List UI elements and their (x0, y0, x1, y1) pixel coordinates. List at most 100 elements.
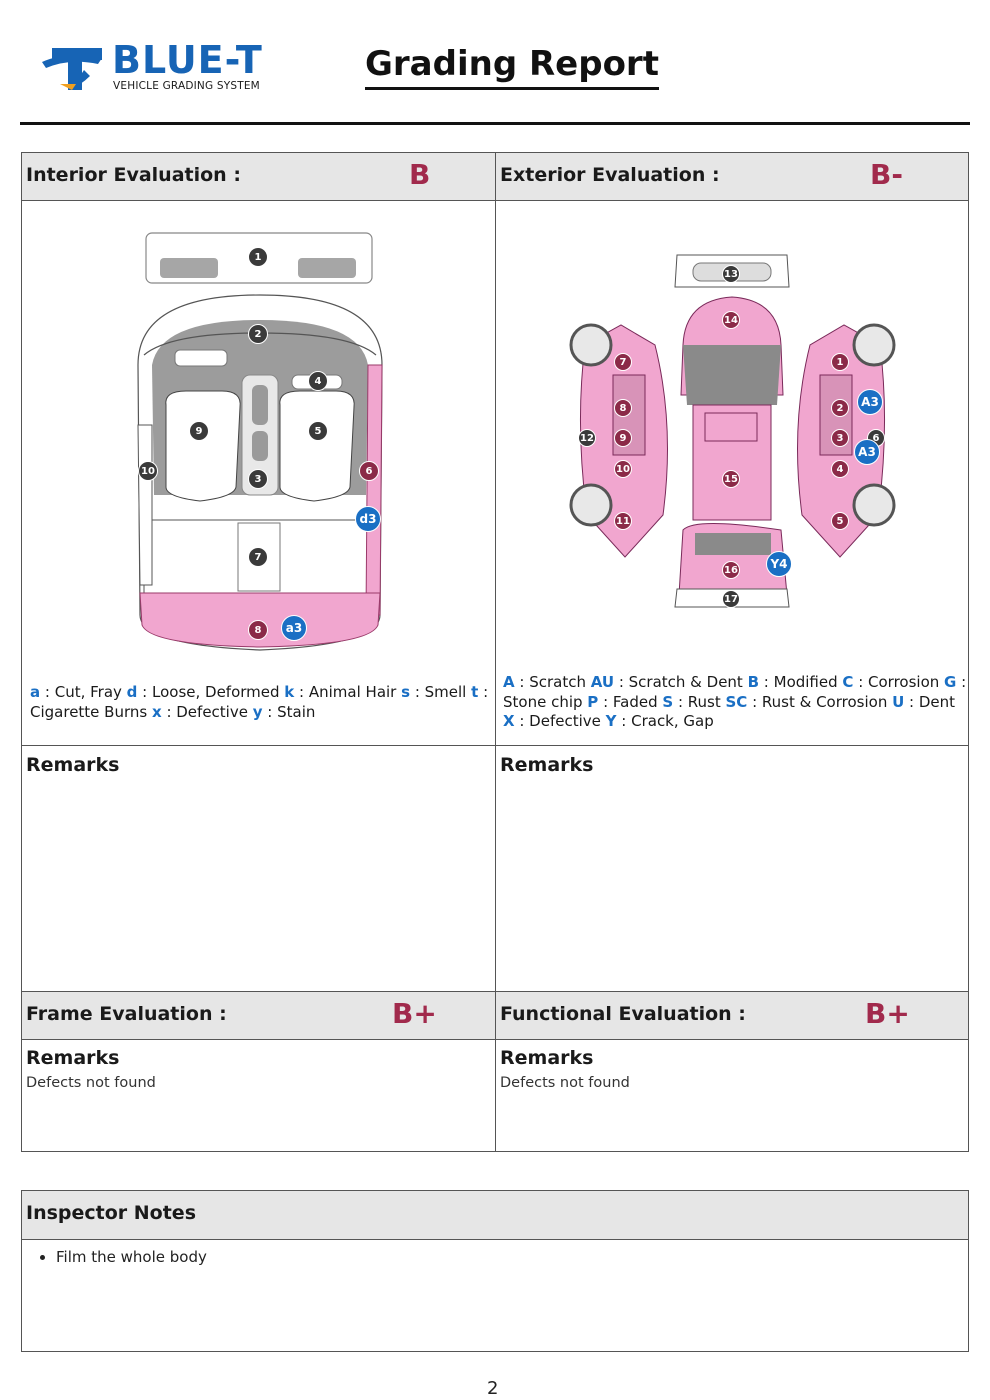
exterior-marker-9: 9 (614, 429, 632, 447)
legend-key: S (662, 692, 674, 711)
interior-marker-8: 8 (248, 620, 268, 640)
interior-marker-4: 4 (308, 371, 328, 391)
exterior-marker-12: 12 (578, 429, 596, 447)
exterior-marker-2: 2 (831, 399, 849, 417)
functional-remarks-panel (495, 1039, 969, 1152)
interior-car-diagram (137, 232, 383, 651)
exterior-marker-1: 1 (831, 353, 849, 371)
inspector-notes-panel (21, 1239, 969, 1352)
legend-key: A (503, 673, 515, 691)
legend-text: : Smell (410, 683, 472, 701)
frame-grade: B+ (392, 997, 437, 1030)
logo-subtitle: VEHICLE GRADING SYSTEM (113, 80, 260, 92)
inspector-header (21, 1190, 969, 1240)
interior-marker-6: 6 (359, 461, 379, 481)
legend-text: : Stone chip (503, 673, 967, 711)
legend-text: : Scratch (514, 673, 591, 691)
exterior-legend: A : Scratch AU : Scratch & Dent B : Modi… (503, 673, 968, 732)
exterior-marker-16: 16 (722, 561, 740, 579)
header-divider (20, 122, 970, 125)
legend-key: y (252, 702, 263, 721)
legend-key: U (892, 692, 905, 711)
interior-marker-9: 9 (189, 421, 209, 441)
exterior-grade: B- (870, 158, 903, 191)
interior-marker-2: 2 (248, 324, 268, 344)
inspector-note-item: Film the whole body (56, 1248, 956, 1266)
interior-defect-tag-d3: d3 (355, 506, 381, 532)
functional-grade: B+ (865, 997, 910, 1030)
legend-text: : Stain (262, 702, 316, 721)
legend-key: a (30, 683, 41, 701)
logo-wordmark: BLUE-T (112, 38, 263, 82)
exterior-remarks-panel (495, 745, 969, 992)
interior-remarks-label: Remarks (26, 754, 120, 776)
legend-text: : Modified (759, 673, 843, 691)
legend-key: G (944, 673, 957, 691)
interior-marker-5: 5 (308, 421, 328, 441)
legend-key: B (747, 673, 760, 691)
exterior-marker-13: 13 (722, 265, 740, 283)
legend-text: : Cigarette Burns (30, 683, 489, 721)
legend-key: s (401, 683, 411, 701)
interior-grade: B (409, 158, 431, 191)
legend-key: Y (605, 712, 617, 730)
legend-text: : Rust & Corrosion (747, 692, 893, 711)
interior-header (21, 152, 496, 201)
legend-text: : Scratch & Dent (614, 673, 748, 691)
functional-label: Functional Evaluation : (500, 1003, 746, 1025)
page-title: Grading Report (365, 42, 659, 90)
exterior-marker-3: 3 (831, 429, 849, 447)
exterior-defect-tag-y4-2: Y4 (766, 551, 792, 577)
legend-key: d (126, 683, 138, 701)
exterior-defect-tag-a3-0: A3 (857, 389, 883, 415)
legend-key: k (284, 683, 295, 701)
exterior-marker-11: 11 (614, 512, 632, 530)
legend-text: : Cut, Fray (40, 683, 127, 701)
exterior-car-diagram (569, 254, 896, 608)
exterior-marker-10: 10 (614, 460, 632, 478)
frame-remarks-label: Remarks (26, 1047, 120, 1069)
exterior-marker-15: 15 (722, 470, 740, 488)
legend-text: : Crack, Gap (616, 712, 714, 730)
legend-key: X (503, 712, 515, 730)
inspector-notes: Film the whole body (26, 1248, 956, 1266)
legend-key: t (471, 683, 479, 701)
legend-text: : Animal Hair (294, 683, 402, 701)
exterior-marker-7: 7 (614, 353, 632, 371)
exterior-defect-tag-a3-1: A3 (854, 439, 880, 465)
interior-marker-3: 3 (248, 469, 268, 489)
inspector-label: Inspector Notes (26, 1202, 197, 1224)
legend-key: SC (725, 692, 748, 711)
functional-remarks-text: Defects not found (500, 1075, 630, 1091)
interior-defect-tag-a3: a3 (281, 615, 307, 641)
frame-header (21, 991, 496, 1040)
legend-text: : Dent (904, 692, 956, 711)
exterior-remarks-label: Remarks (500, 754, 594, 776)
legend-key: AU (590, 673, 615, 691)
legend-key: x (151, 702, 162, 721)
page-number: 2 (487, 1378, 499, 1399)
exterior-marker-17: 17 (722, 590, 740, 608)
legend-key: P (587, 692, 599, 711)
exterior-marker-8: 8 (614, 399, 632, 417)
interior-marker-7: 7 (248, 547, 268, 567)
functional-header (495, 991, 969, 1040)
legend-text: : Corrosion (853, 673, 945, 691)
exterior-marker-14: 14 (722, 311, 740, 329)
interior-legend: a : Cut, Fray d : Loose, Deformed k : An… (30, 683, 490, 722)
legend-text: : Defective (514, 712, 606, 730)
interior-label: Interior Evaluation : (26, 164, 241, 186)
exterior-header (495, 152, 969, 201)
exterior-marker-5: 5 (831, 512, 849, 530)
legend-key: C (842, 673, 854, 691)
interior-remarks-panel (21, 745, 496, 992)
exterior-marker-4: 4 (831, 460, 849, 478)
frame-label: Frame Evaluation : (26, 1003, 227, 1025)
frame-remarks-text: Defects not found (26, 1075, 156, 1091)
exterior-label: Exterior Evaluation : (500, 164, 720, 186)
interior-marker-1: 1 (248, 247, 268, 267)
legend-text: : Faded (598, 692, 663, 711)
legend-text: : Defective (161, 702, 253, 721)
blue-t-logo-icon (42, 48, 102, 90)
legend-text: : Loose, Deformed (137, 683, 285, 701)
